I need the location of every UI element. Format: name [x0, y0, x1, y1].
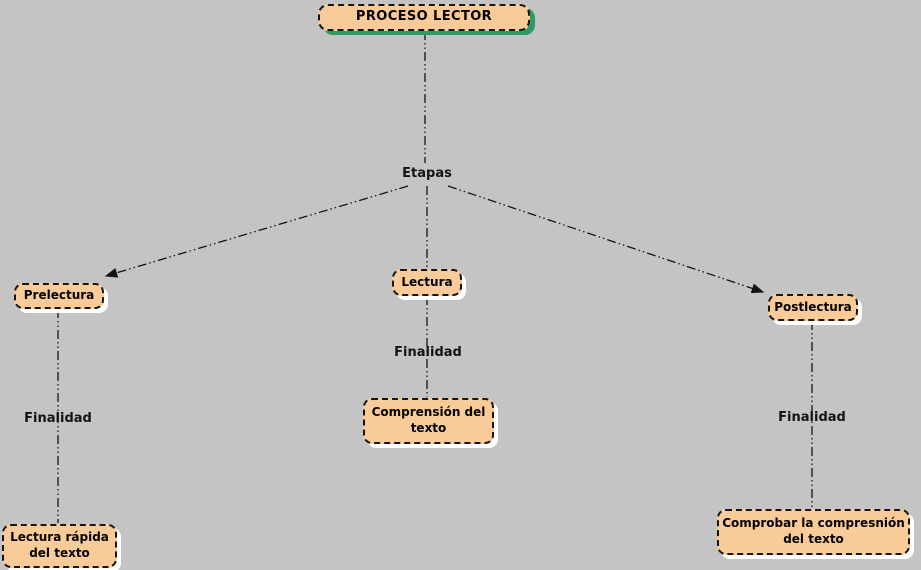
- link-label-finalidad-left[interactable]: Finalidad: [24, 411, 92, 426]
- link-label-finalidad-right[interactable]: Finalidad: [778, 410, 846, 425]
- link-label-etapas[interactable]: Etapas: [402, 166, 452, 181]
- node-lectura[interactable]: Lectura: [392, 269, 462, 296]
- link-etapas-postlectura: [447, 185, 765, 294]
- link-etapas-prelectura: [104, 185, 409, 278]
- node-prelectura[interactable]: Prelectura: [14, 283, 104, 309]
- node-postlectura[interactable]: Postlectura: [768, 294, 858, 321]
- node-lectura-rapida-del-texto[interactable]: Lectura rápida del texto: [2, 524, 117, 568]
- node-comprension-del-texto[interactable]: Comprensión del texto: [363, 398, 494, 444]
- node-comprobar-compresnion-del-texto[interactable]: Comprobar la compresnión del texto: [717, 509, 910, 555]
- node-proceso-lector[interactable]: PROCESO LECTOR: [318, 4, 530, 31]
- link-label-finalidad-center[interactable]: Finalidad: [394, 345, 462, 360]
